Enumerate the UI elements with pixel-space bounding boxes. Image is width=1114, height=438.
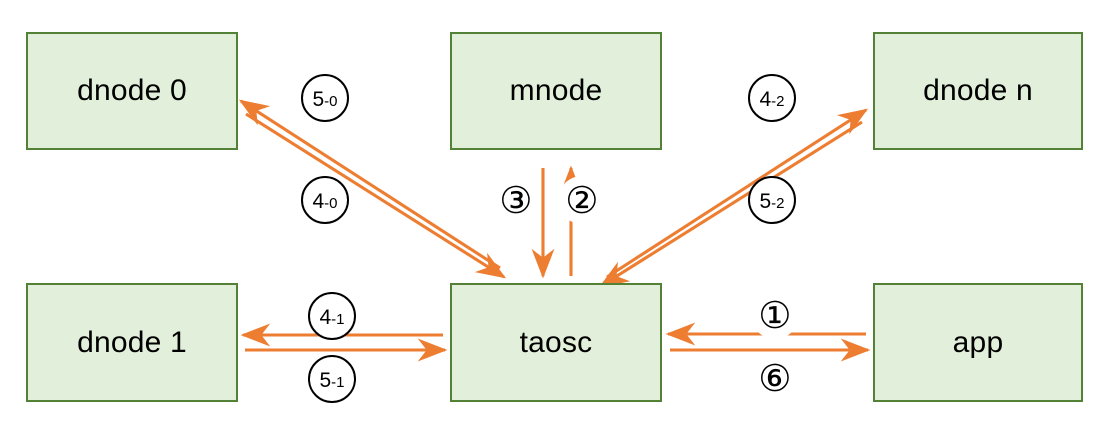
node-dnode-1-label: dnode 1 (77, 325, 187, 359)
edge-label-4-2-main: 4 (759, 88, 772, 111)
edge-label-3: ③ (492, 176, 540, 224)
edge-label-3-glyph: ③ (499, 178, 533, 222)
edge-label-5-1-sub: -1 (331, 374, 345, 391)
node-dnode-n-label: dnode n (923, 74, 1033, 107)
edge-label-4-1-main: 4 (319, 306, 332, 329)
edge-label-6-glyph: ⑥ (758, 356, 792, 400)
edge-label-4-0-main: 4 (312, 190, 325, 213)
edge-label-5-2-sub: -2 (771, 195, 785, 212)
edge-label-5-0: 5-0 (301, 74, 349, 122)
edge-label-4-2-sub: -2 (771, 93, 785, 110)
node-dnode-n[interactable]: dnode n (873, 32, 1083, 150)
edge-label-6: ⑥ (751, 354, 799, 402)
edge-label-4-1: 4-1 (308, 292, 356, 340)
edge-label-4-0-sub: -0 (324, 195, 338, 212)
edge-label-4-2: 4-2 (748, 74, 796, 122)
edge-label-4-1-sub: -1 (331, 311, 345, 328)
node-app-label: app (952, 325, 1004, 359)
node-mnode[interactable]: mnode (450, 32, 662, 150)
edge-label-5-2-main: 5 (759, 190, 772, 213)
edge-label-2: ② (558, 176, 606, 224)
edge-label-4-0: 4-0 (301, 176, 349, 224)
node-dnode-0[interactable]: dnode 0 (26, 32, 238, 150)
edge-label-5-1: 5-1 (308, 355, 356, 403)
edge-label-1: ① (751, 291, 799, 339)
node-app[interactable]: app (873, 283, 1083, 402)
edge-label-2-glyph: ② (565, 178, 599, 222)
node-mnode-label: mnode (509, 74, 603, 107)
node-taosc-label: taosc (519, 325, 593, 359)
edge-label-5-0-main: 5 (312, 88, 325, 111)
edge-label-5-2: 5-2 (748, 176, 796, 224)
edge-label-1-glyph: ① (758, 293, 792, 337)
edge-label-5-0-sub: -0 (324, 93, 338, 110)
edge-label-5-1-main: 5 (319, 369, 332, 392)
node-taosc[interactable]: taosc (450, 283, 662, 402)
node-dnode-0-label: dnode 0 (77, 74, 187, 107)
node-dnode-1[interactable]: dnode 1 (26, 283, 238, 402)
